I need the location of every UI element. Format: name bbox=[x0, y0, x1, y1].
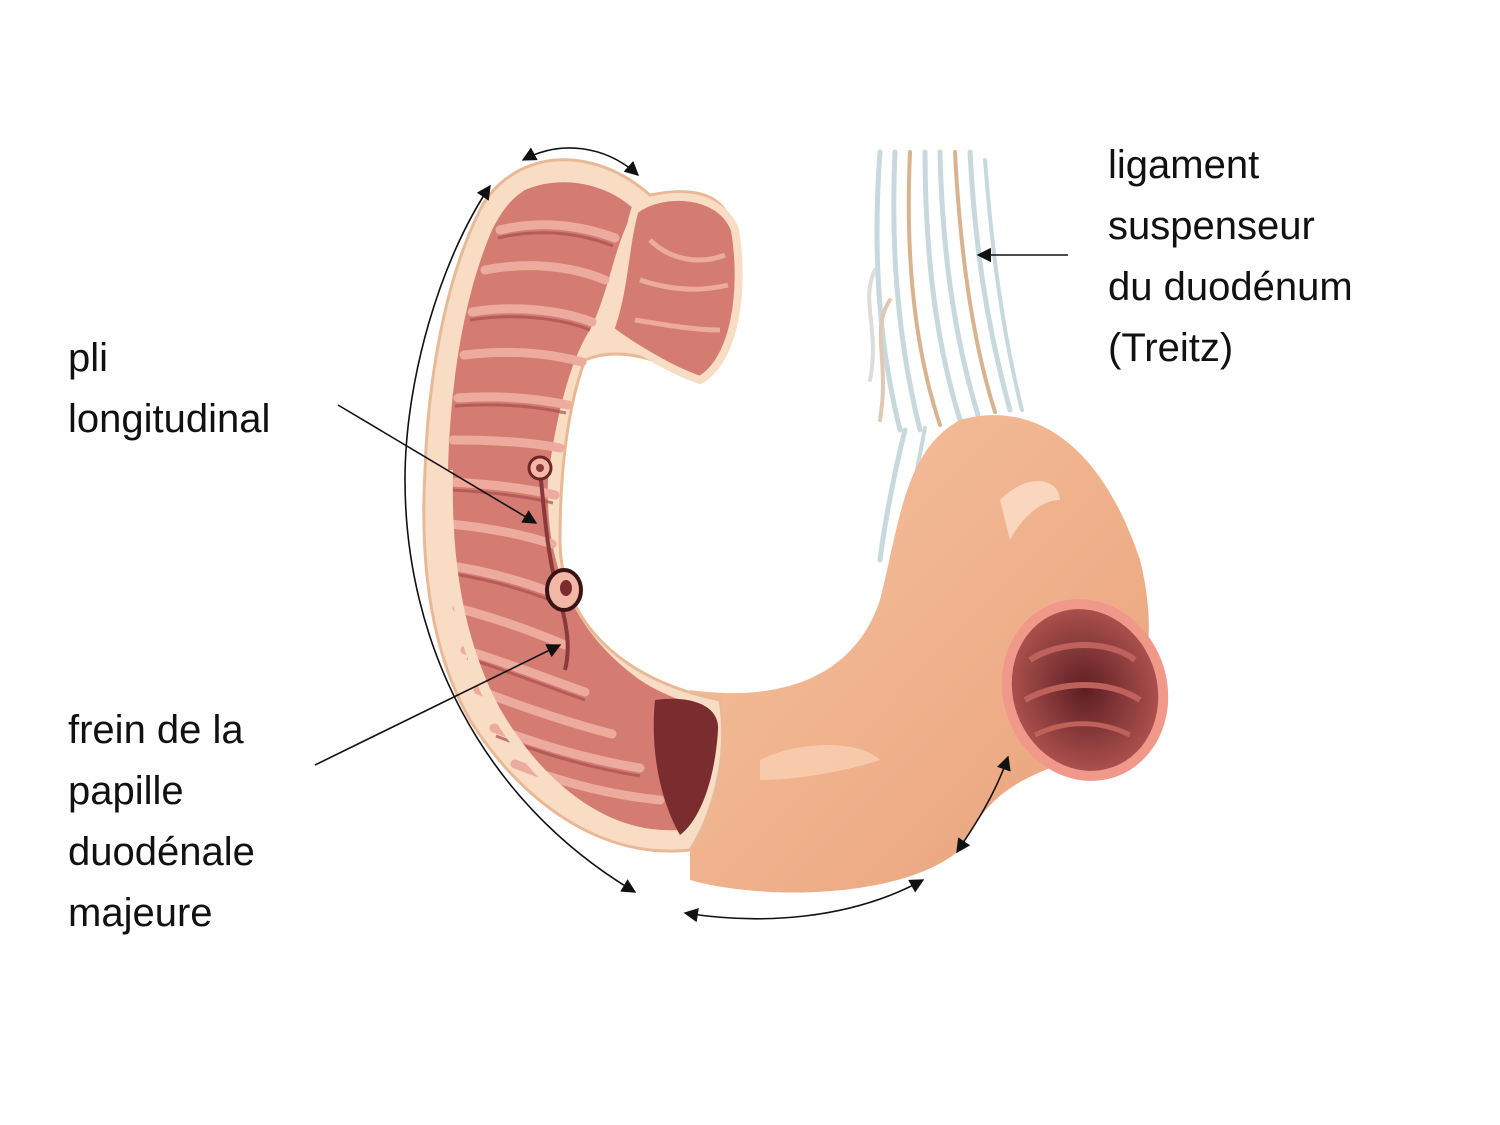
longitudinal-fold-label: pli longitudinal bbox=[68, 328, 270, 450]
tube-highlight bbox=[1000, 481, 1060, 540]
label-line: suspenseur bbox=[1108, 204, 1315, 248]
tube-highlight bbox=[760, 745, 880, 780]
distal-opening bbox=[1001, 599, 1169, 781]
papilla-frenulum-label: frein de la papille duodénale majeure bbox=[68, 700, 255, 944]
label-line: pli bbox=[68, 336, 109, 380]
major-papilla bbox=[545, 568, 583, 612]
lower-cut-lumen bbox=[653, 698, 719, 835]
treitz-ligament-label: ligament suspenseur du duodénum (Treitz) bbox=[1108, 135, 1353, 379]
minor-papilla bbox=[527, 455, 553, 481]
label-line: ligament bbox=[1108, 143, 1260, 187]
ligament-fibers bbox=[867, 149, 1024, 572]
label-line: (Treitz) bbox=[1108, 326, 1234, 370]
label-line: papille bbox=[68, 769, 184, 813]
label-line: duodénale bbox=[68, 830, 255, 874]
label-line: du duodénum bbox=[1108, 265, 1353, 309]
label-line: longitudinal bbox=[68, 397, 271, 441]
double-arrow-icon bbox=[404, 147, 1011, 923]
frein-leader-line bbox=[314, 644, 562, 766]
label-line: majeure bbox=[68, 891, 213, 935]
pli-leader-line bbox=[337, 404, 538, 524]
label-line: frein de la bbox=[68, 708, 244, 752]
